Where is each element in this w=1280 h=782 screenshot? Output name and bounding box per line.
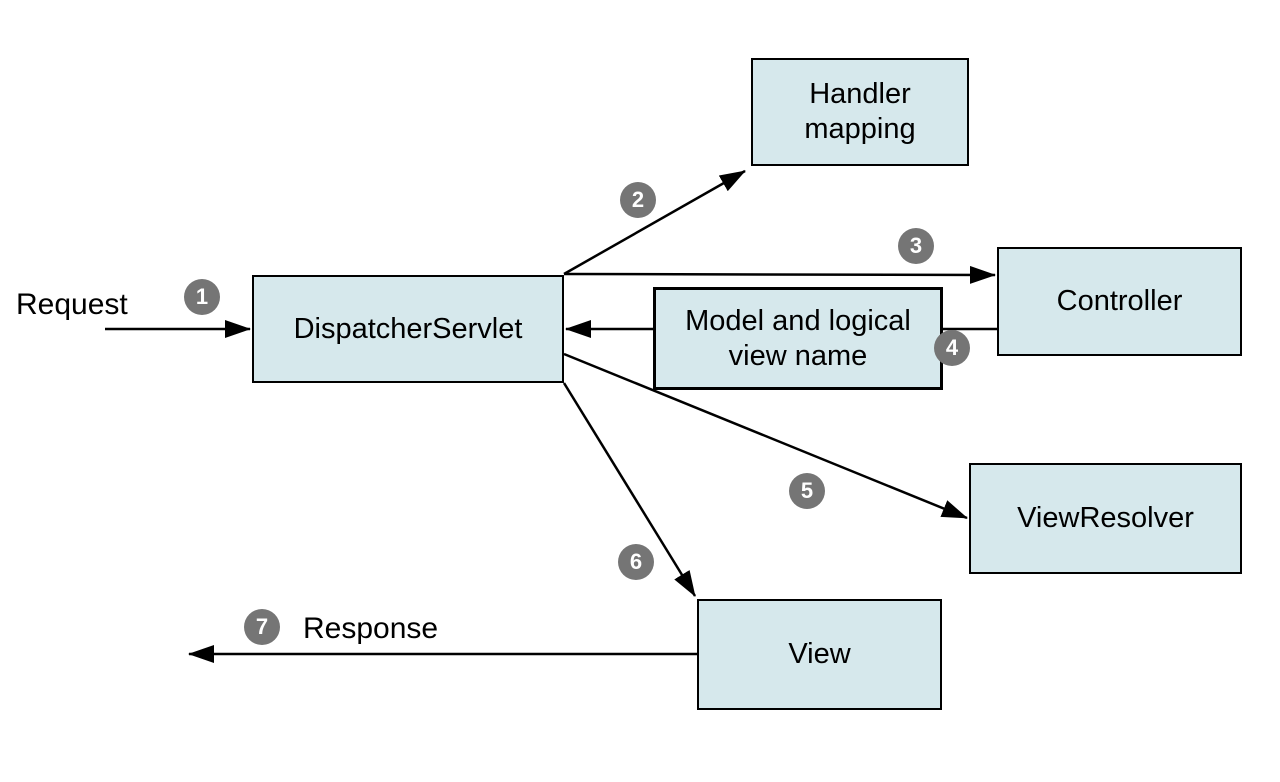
node-handler-mapping-label: Handler mapping	[804, 78, 916, 145]
node-controller-label: Controller	[1056, 285, 1183, 317]
arrow-3-to-controller	[563, 265, 996, 284]
step-badge-4-number: 4	[945, 335, 959, 360]
node-view-resolver: ViewResolver	[969, 463, 1242, 574]
step-badge-3: 3	[898, 228, 934, 264]
step-badge-3-number: 3	[909, 233, 923, 258]
node-dispatcher-servlet-label: DispatcherServlet	[293, 312, 523, 345]
step-badge-6-number: 6	[629, 549, 643, 574]
step-badge-7-number: 7	[255, 614, 269, 639]
step-badge-1: 1	[184, 279, 220, 315]
step-badge-2: 2	[620, 182, 656, 218]
node-controller: Controller	[997, 247, 1242, 356]
step-badge-1-number: 1	[195, 284, 209, 309]
step-badge-5: 5	[789, 473, 825, 509]
arrow-5-to-viewresolver	[563, 352, 968, 520]
node-view-label: View	[788, 638, 851, 670]
arrow-6-to-view	[562, 382, 697, 597]
node-model-and-logical-view-name: Model and logical view name	[653, 287, 943, 390]
step-badge-2-number: 2	[631, 187, 645, 212]
node-view: View	[697, 599, 942, 710]
node-model-and-logical-view-name-label: Model and logical view name	[685, 304, 911, 372]
response-label: Response	[303, 612, 439, 645]
step-badge-7: 7	[244, 609, 280, 645]
step-badge-6: 6	[618, 544, 654, 580]
step-badge-5-number: 5	[800, 478, 814, 503]
node-dispatcher-servlet: DispatcherServlet	[252, 275, 564, 383]
node-view-resolver-label: ViewResolver	[1017, 502, 1194, 534]
request-label: Request	[16, 288, 128, 321]
arrow-2-to-handler-mapping	[563, 169, 746, 276]
step-badge-4: 4	[934, 330, 970, 366]
node-handler-mapping: Handler mapping	[751, 58, 969, 166]
